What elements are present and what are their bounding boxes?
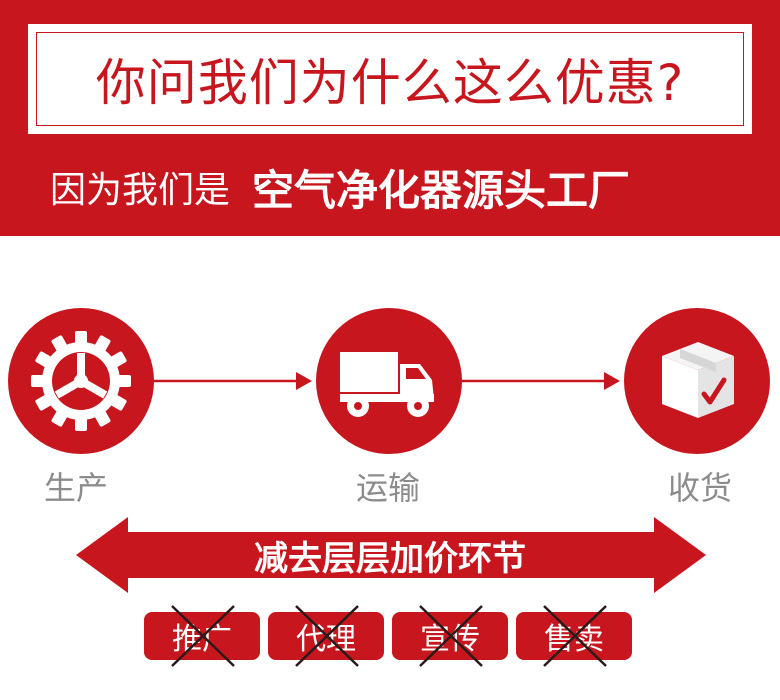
flow-arrow-2 xyxy=(462,372,620,390)
question-box-frame: 你问我们为什么这么优惠? xyxy=(36,32,744,126)
cross-mark-icon xyxy=(419,605,483,667)
answer-highlight: 空气净化器源头工厂 xyxy=(252,165,631,215)
header-banner: 你问我们为什么这么优惠? 因为我们是 空气净化器源头工厂 xyxy=(0,0,780,236)
removed-item-retail: 售卖 xyxy=(516,605,632,667)
double-arrow-text: 减去层层加价环节 xyxy=(254,538,526,579)
step-production xyxy=(8,308,154,454)
flow-arrow-1 xyxy=(154,372,312,390)
truck-icon xyxy=(340,352,434,417)
question-title: 你问我们为什么这么优惠? xyxy=(95,54,685,112)
removed-item-agent: 代理 xyxy=(268,605,384,667)
step-label-production: 生产 xyxy=(44,469,109,507)
package-check-icon xyxy=(662,342,734,418)
step-label-transport: 运输 xyxy=(356,469,421,507)
removed-item-promotion: 推广 xyxy=(144,605,260,667)
removed-item-label: 推广 xyxy=(172,622,232,657)
gear-icon xyxy=(31,331,131,431)
step-label-receive: 收货 xyxy=(668,469,733,507)
removed-item-publicity: 宣传 xyxy=(392,605,508,667)
double-arrow-banner xyxy=(76,517,706,593)
answer-prefix: 因为我们是 xyxy=(50,170,231,211)
cross-mark-icon xyxy=(543,605,607,667)
answer-line: 因为我们是 空气净化器源头工厂 xyxy=(50,152,750,222)
removed-item-label: 代理 xyxy=(296,622,356,657)
step-receive xyxy=(624,308,770,454)
removed-item-label: 售卖 xyxy=(544,622,604,657)
step-transport xyxy=(316,308,462,454)
question-box: 你问我们为什么这么优惠? xyxy=(28,24,752,134)
cross-mark-icon xyxy=(171,605,235,667)
removed-item-label: 宣传 xyxy=(420,622,480,657)
cross-mark-icon xyxy=(295,605,359,667)
